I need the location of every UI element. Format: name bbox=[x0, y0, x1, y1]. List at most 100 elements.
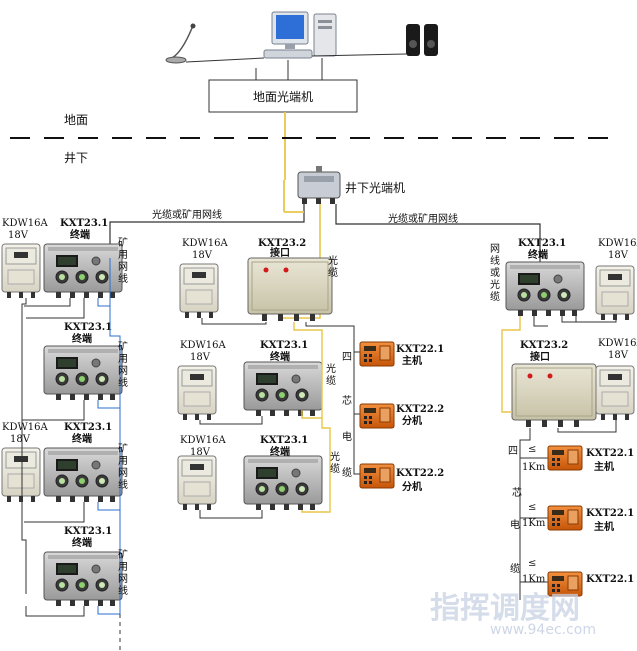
terminal-name-label: 终端 bbox=[72, 536, 92, 549]
terminal-model-label: KXT23.1 bbox=[260, 435, 308, 446]
interface-device bbox=[511, 363, 597, 428]
surface-cables bbox=[185, 53, 407, 80]
extension-model-label: KXT22.2 bbox=[396, 404, 444, 415]
terminal-device bbox=[43, 447, 123, 503]
svg-text:或: 或 bbox=[490, 267, 500, 279]
svg-text:线: 线 bbox=[118, 376, 128, 389]
middle-column-wiring bbox=[199, 318, 364, 519]
power-model-label: KDW16A bbox=[598, 338, 637, 349]
svg-text:线: 线 bbox=[118, 584, 128, 597]
fiber-label: 光 缆 bbox=[326, 362, 336, 387]
svg-text:矿: 矿 bbox=[118, 548, 128, 561]
right-trunk-label: 光缆或矿用网线 bbox=[388, 212, 458, 225]
left-column-wiring bbox=[21, 258, 121, 651]
left-trunk-label: 光缆或矿用网线 bbox=[152, 208, 222, 221]
mine-cable-label: 矿 用 网 线 bbox=[118, 442, 128, 491]
underground-label: 井下 bbox=[64, 151, 88, 165]
four-core-cable-label: 四 芯 电 缆 bbox=[342, 352, 352, 479]
svg-text:用: 用 bbox=[118, 456, 128, 467]
svg-text:网: 网 bbox=[118, 467, 128, 479]
svg-text:线: 线 bbox=[490, 254, 500, 267]
surface-host-label: 地面光端机 bbox=[253, 90, 313, 104]
power-supply-device bbox=[177, 455, 217, 511]
power-supply-device bbox=[1, 447, 41, 503]
surface-host-box bbox=[208, 79, 358, 113]
terminal-model-label: KXT23.1 bbox=[64, 422, 112, 433]
svg-text:网: 网 bbox=[118, 365, 128, 377]
power-model-label: KDW16A bbox=[2, 218, 48, 229]
distance-label: ≤ 1Km bbox=[522, 444, 546, 473]
underground-host-label: 井下光端机 bbox=[345, 181, 405, 195]
power-volt-label: 18V bbox=[608, 250, 629, 261]
svg-text:网: 网 bbox=[118, 573, 128, 585]
svg-text:1Km: 1Km bbox=[522, 518, 546, 529]
terminal-model-label: KXT23.1 bbox=[518, 238, 566, 249]
power-volt-label: 18V bbox=[608, 350, 629, 361]
net-or-fiber-label: 网 线 或 光 缆 bbox=[490, 243, 500, 303]
power-volt-label: 18V bbox=[190, 447, 211, 458]
terminal-device bbox=[243, 455, 323, 511]
svg-text:≤: ≤ bbox=[528, 502, 536, 513]
terminal-model-label: KXT23.1 bbox=[260, 340, 308, 351]
svg-text:线: 线 bbox=[118, 478, 128, 491]
host-phone-device bbox=[547, 445, 583, 471]
power-model-label: KDW16A bbox=[182, 238, 228, 249]
host-model-label: KXT22.1 bbox=[586, 448, 634, 459]
svg-text:≤: ≤ bbox=[528, 444, 536, 455]
extension-phone-device bbox=[359, 463, 395, 489]
terminal-name-label: 终端 bbox=[270, 350, 290, 363]
ground-label: 地面 bbox=[64, 113, 88, 127]
svg-text:1Km: 1Km bbox=[522, 462, 546, 473]
svg-text:缆: 缆 bbox=[510, 562, 520, 575]
svg-text:矿: 矿 bbox=[118, 340, 128, 353]
svg-text:四: 四 bbox=[508, 446, 518, 457]
svg-text:缆: 缆 bbox=[328, 266, 338, 279]
terminal-device bbox=[43, 551, 123, 607]
svg-text:光: 光 bbox=[328, 254, 338, 267]
power-model-label: KDW16A bbox=[180, 340, 226, 351]
terminal-name-label: 终端 bbox=[72, 332, 92, 345]
fiber-label: 光 缆 bbox=[330, 450, 340, 475]
host-name-label: 主机 bbox=[594, 460, 614, 473]
extension-phone-device bbox=[359, 403, 395, 429]
svg-text:用: 用 bbox=[118, 354, 128, 365]
power-volt-label: 18V bbox=[192, 250, 213, 261]
watermark-url: www.94ec.com bbox=[490, 622, 596, 638]
power-volt-label: 18V bbox=[8, 230, 29, 241]
svg-text:用: 用 bbox=[118, 562, 128, 573]
distance-label: ≤ 1Km bbox=[522, 502, 546, 529]
distance-label: ≤ 1Km bbox=[522, 558, 546, 585]
host-phone-device bbox=[547, 505, 583, 531]
interface-name-label: 接口 bbox=[270, 246, 290, 259]
host-phone-device bbox=[359, 341, 395, 367]
mine-cable-label: 矿 用 网 线 bbox=[118, 548, 128, 597]
svg-text:矿: 矿 bbox=[118, 442, 128, 455]
svg-text:芯: 芯 bbox=[342, 394, 352, 407]
power-volt-label: 18V bbox=[10, 434, 31, 445]
terminal-name-label: 终端 bbox=[72, 432, 92, 445]
svg-text:缆: 缆 bbox=[490, 290, 500, 303]
svg-text:四: 四 bbox=[342, 352, 352, 363]
microphone-icon bbox=[165, 23, 196, 64]
host-model-label: KXT22.1 bbox=[396, 344, 444, 355]
terminal-name-label: 终端 bbox=[70, 228, 90, 241]
svg-text:网: 网 bbox=[490, 243, 500, 255]
power-model-label: KDW16A bbox=[598, 238, 637, 249]
extension-name-label: 分机 bbox=[402, 414, 422, 427]
watermark-text: 指挥调度网 bbox=[430, 591, 580, 626]
interface-model-label: KXT23.2 bbox=[258, 238, 306, 249]
svg-text:矿: 矿 bbox=[118, 236, 128, 249]
terminal-device bbox=[505, 261, 585, 317]
terminal-model-label: KXT23.1 bbox=[60, 218, 108, 229]
host-name-label: 主机 bbox=[402, 354, 422, 367]
host-name-label: 主机 bbox=[594, 520, 614, 533]
svg-text:缆: 缆 bbox=[330, 462, 340, 475]
svg-text:光: 光 bbox=[326, 362, 336, 375]
interface-name-label: 接口 bbox=[530, 350, 550, 363]
interface-model-label: KXT23.2 bbox=[520, 340, 568, 351]
power-supply-device bbox=[595, 365, 635, 421]
svg-text:缆: 缆 bbox=[326, 374, 336, 387]
terminal-device bbox=[243, 361, 323, 417]
svg-text:电: 电 bbox=[342, 430, 352, 443]
